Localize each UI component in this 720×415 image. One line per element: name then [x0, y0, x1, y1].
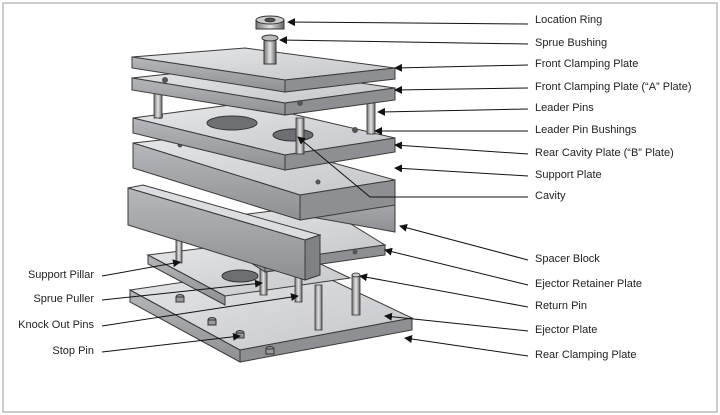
- label-ejector-plate: Ejector Plate: [535, 324, 598, 336]
- spacer-block-left: [127, 184, 322, 281]
- label-stop-pin: Stop Pin: [52, 345, 94, 357]
- label-support-pillar: Support Pillar: [27, 269, 94, 281]
- label-front-clamping-plate: Front Clamping Plate: [535, 58, 639, 70]
- label-a-plate: Front Clamping Plate (“A” Plate): [535, 81, 692, 93]
- left-leader-lines: [101, 259, 299, 353]
- label-sprue-bushing: Sprue Bushing: [535, 37, 608, 49]
- label-leader-pins: Leader Pins: [535, 102, 594, 114]
- label-knock-out-pins: Knock Out Pins: [18, 319, 94, 331]
- label-location-ring: Location Ring: [535, 14, 603, 26]
- pins-lower: [175, 232, 361, 331]
- label-cavity: Cavity: [535, 190, 566, 202]
- location-ring: [255, 15, 285, 30]
- right-leader-lines: [279, 18, 529, 357]
- label-spacer-block: Spacer Block: [535, 253, 600, 265]
- label-sprue-puller: Sprue Puller: [33, 293, 94, 305]
- rear-cavity-plate-b: [132, 102, 396, 171]
- label-b-plate: Rear Cavity Plate (“B” Plate): [535, 147, 674, 159]
- leader-pins: [153, 87, 376, 155]
- label-leader-pin-bushings: Leader Pin Bushings: [535, 124, 637, 136]
- sprue-bushing: [261, 34, 279, 65]
- label-support-plate: Support Plate: [535, 169, 602, 181]
- label-return-pin: Return Pin: [535, 300, 587, 312]
- label-rear-clamping-plate: Rear Clamping Plate: [535, 349, 637, 361]
- label-ejector-retainer-plate: Ejector Retainer Plate: [535, 278, 642, 290]
